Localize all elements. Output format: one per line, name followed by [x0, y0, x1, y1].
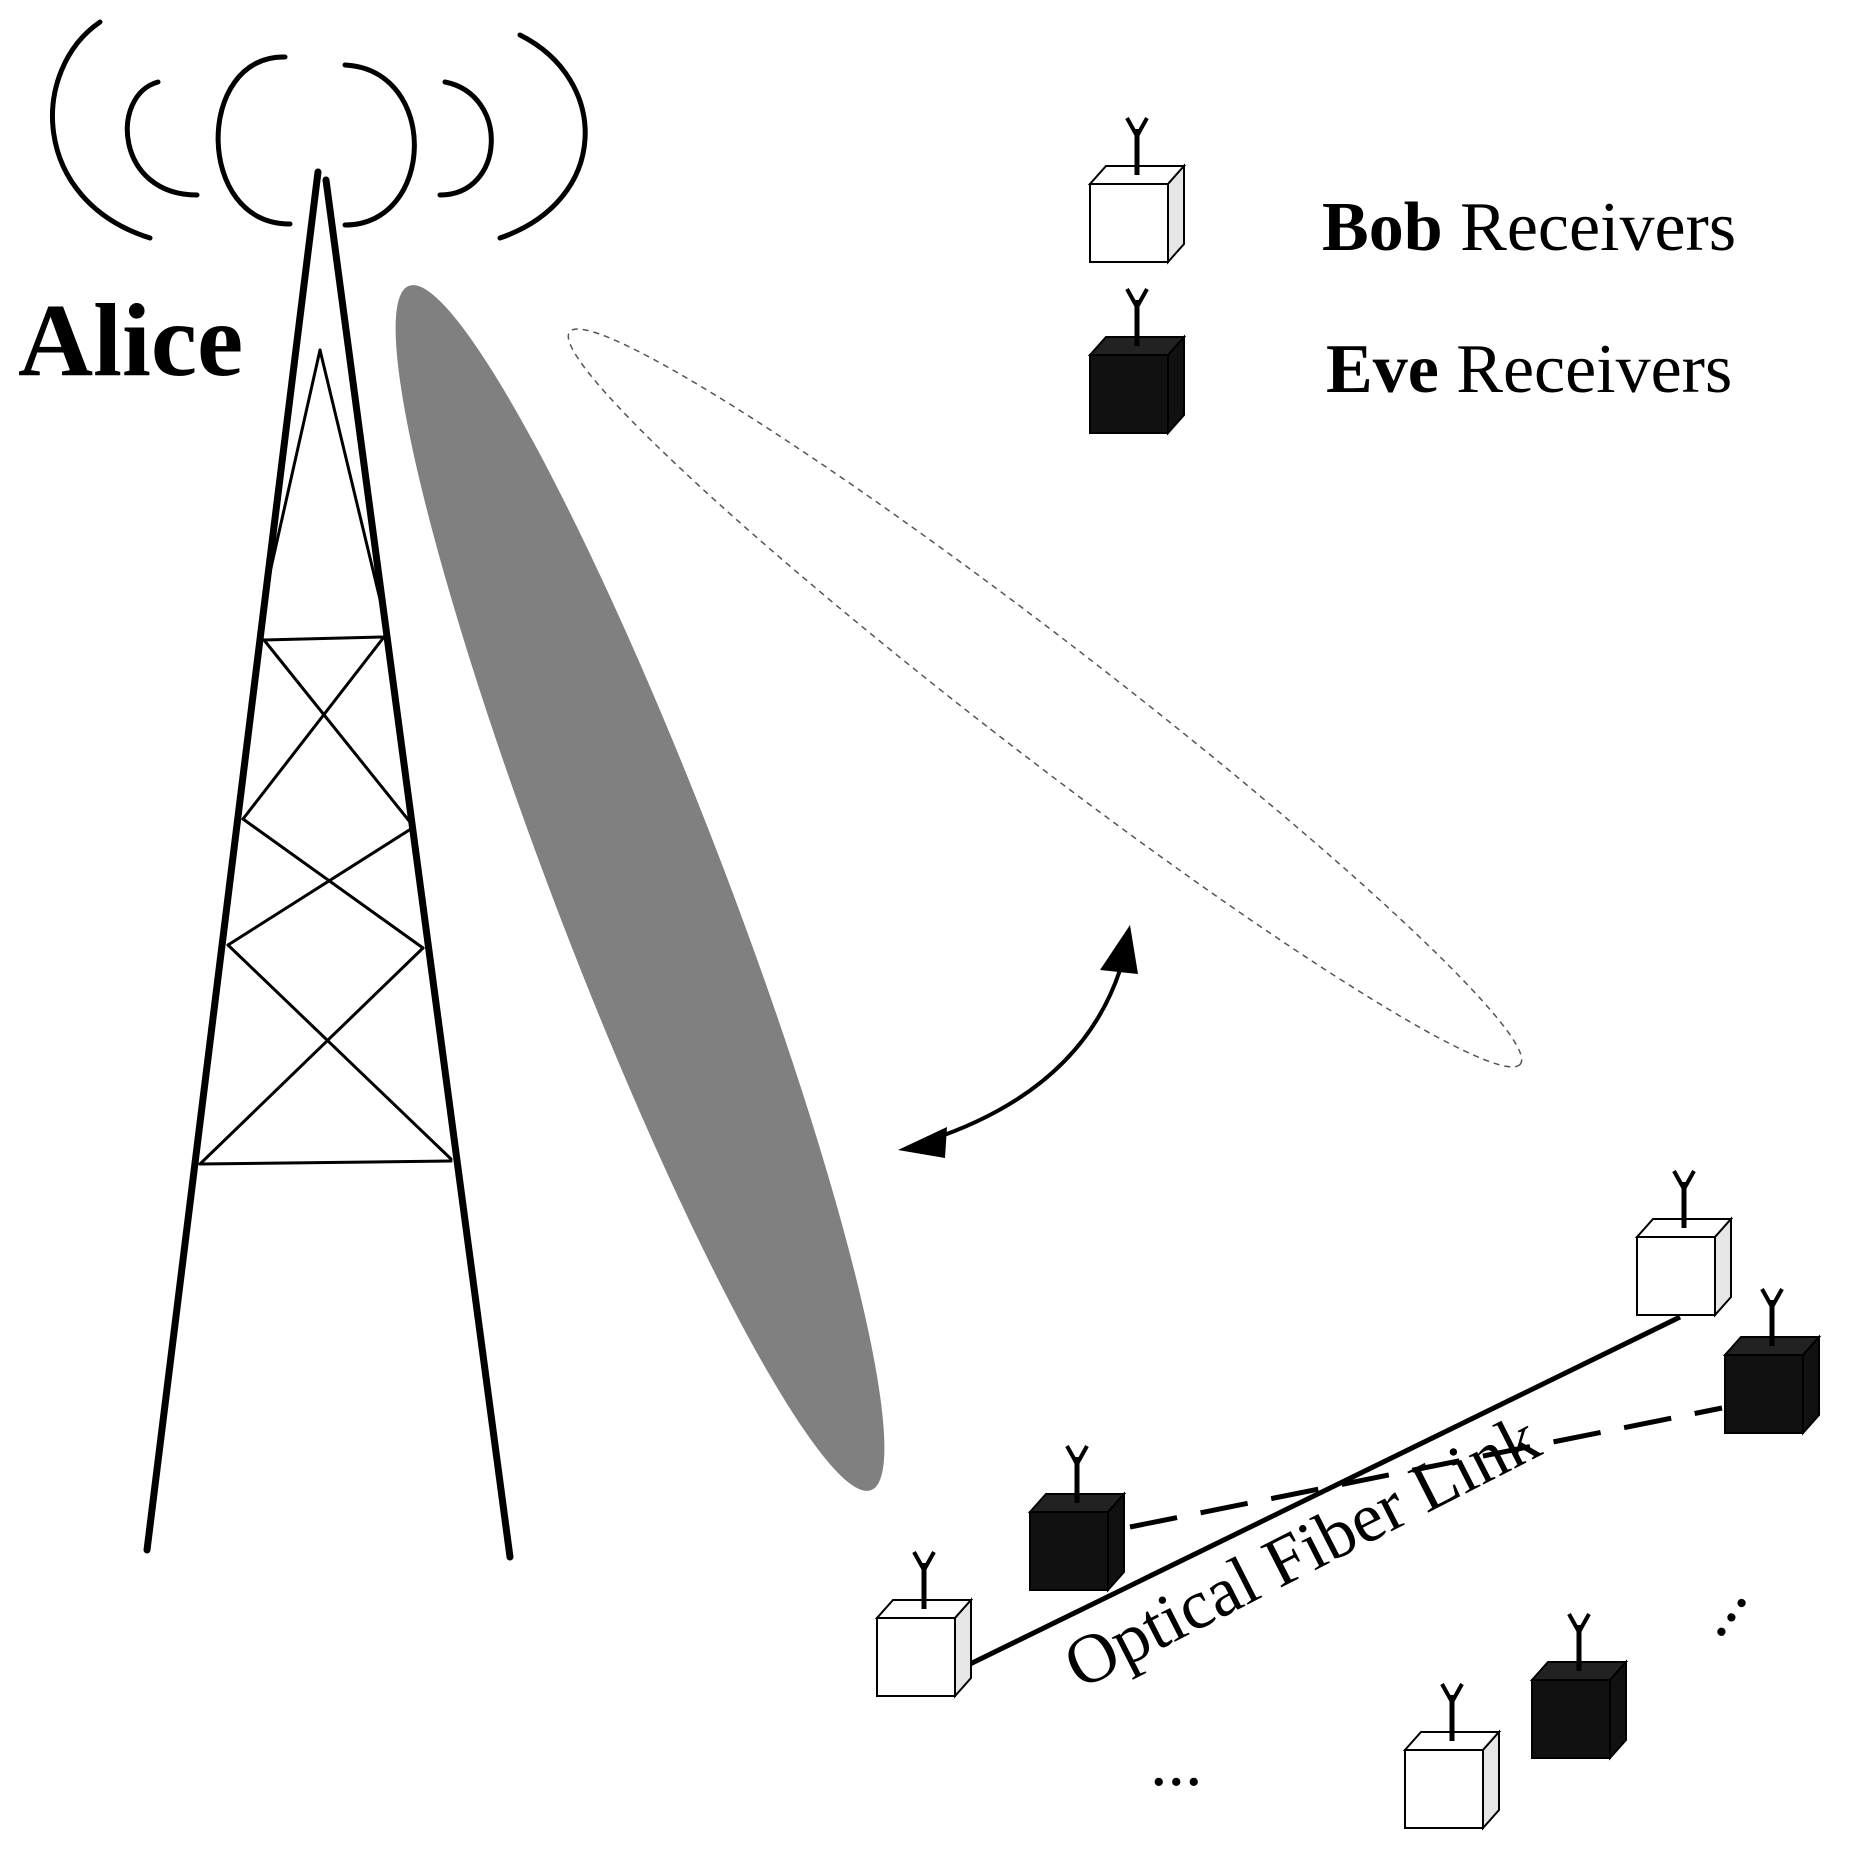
legend-bob-name: Bob — [1322, 189, 1443, 266]
legend-eve-receiver-icon — [1090, 289, 1184, 433]
bob-receiver-icon — [1637, 1171, 1731, 1315]
legend-bob-label: Bob Receivers — [1322, 189, 1736, 266]
legend-bob-receiver-icon — [1090, 118, 1184, 262]
ellipsis-bottom: ... — [1150, 1724, 1203, 1801]
eve-receiver-icon — [1725, 1289, 1819, 1433]
bob-receiver-icon — [877, 1552, 971, 1696]
legend-eve-label: Eve Receivers — [1326, 331, 1732, 408]
eve-receiver-icon — [1532, 1614, 1626, 1758]
steered-beam-outline — [567, 328, 1523, 1068]
fiber-link-label: Optical Fiber Link — [1052, 1399, 1551, 1704]
alice-label: Alice — [18, 283, 243, 398]
fiber-link-eve — [1129, 1405, 1723, 1530]
radio-waves-icon — [50, 19, 588, 241]
radio-tower-icon — [143, 168, 514, 1561]
legend-bob-suffix: Receivers — [1443, 189, 1736, 266]
fiber-link-bob — [966, 1314, 1682, 1668]
bob-receiver-icon — [1405, 1684, 1499, 1828]
legend-eve-name: Eve — [1326, 331, 1439, 408]
curved-double-arrow-icon — [898, 925, 1138, 1158]
ellipsis-right: ... — [1669, 1563, 1762, 1650]
legend-eve-suffix: Receivers — [1439, 331, 1732, 408]
eve-receiver-icon — [1030, 1446, 1124, 1590]
main-beam — [395, 285, 885, 1491]
